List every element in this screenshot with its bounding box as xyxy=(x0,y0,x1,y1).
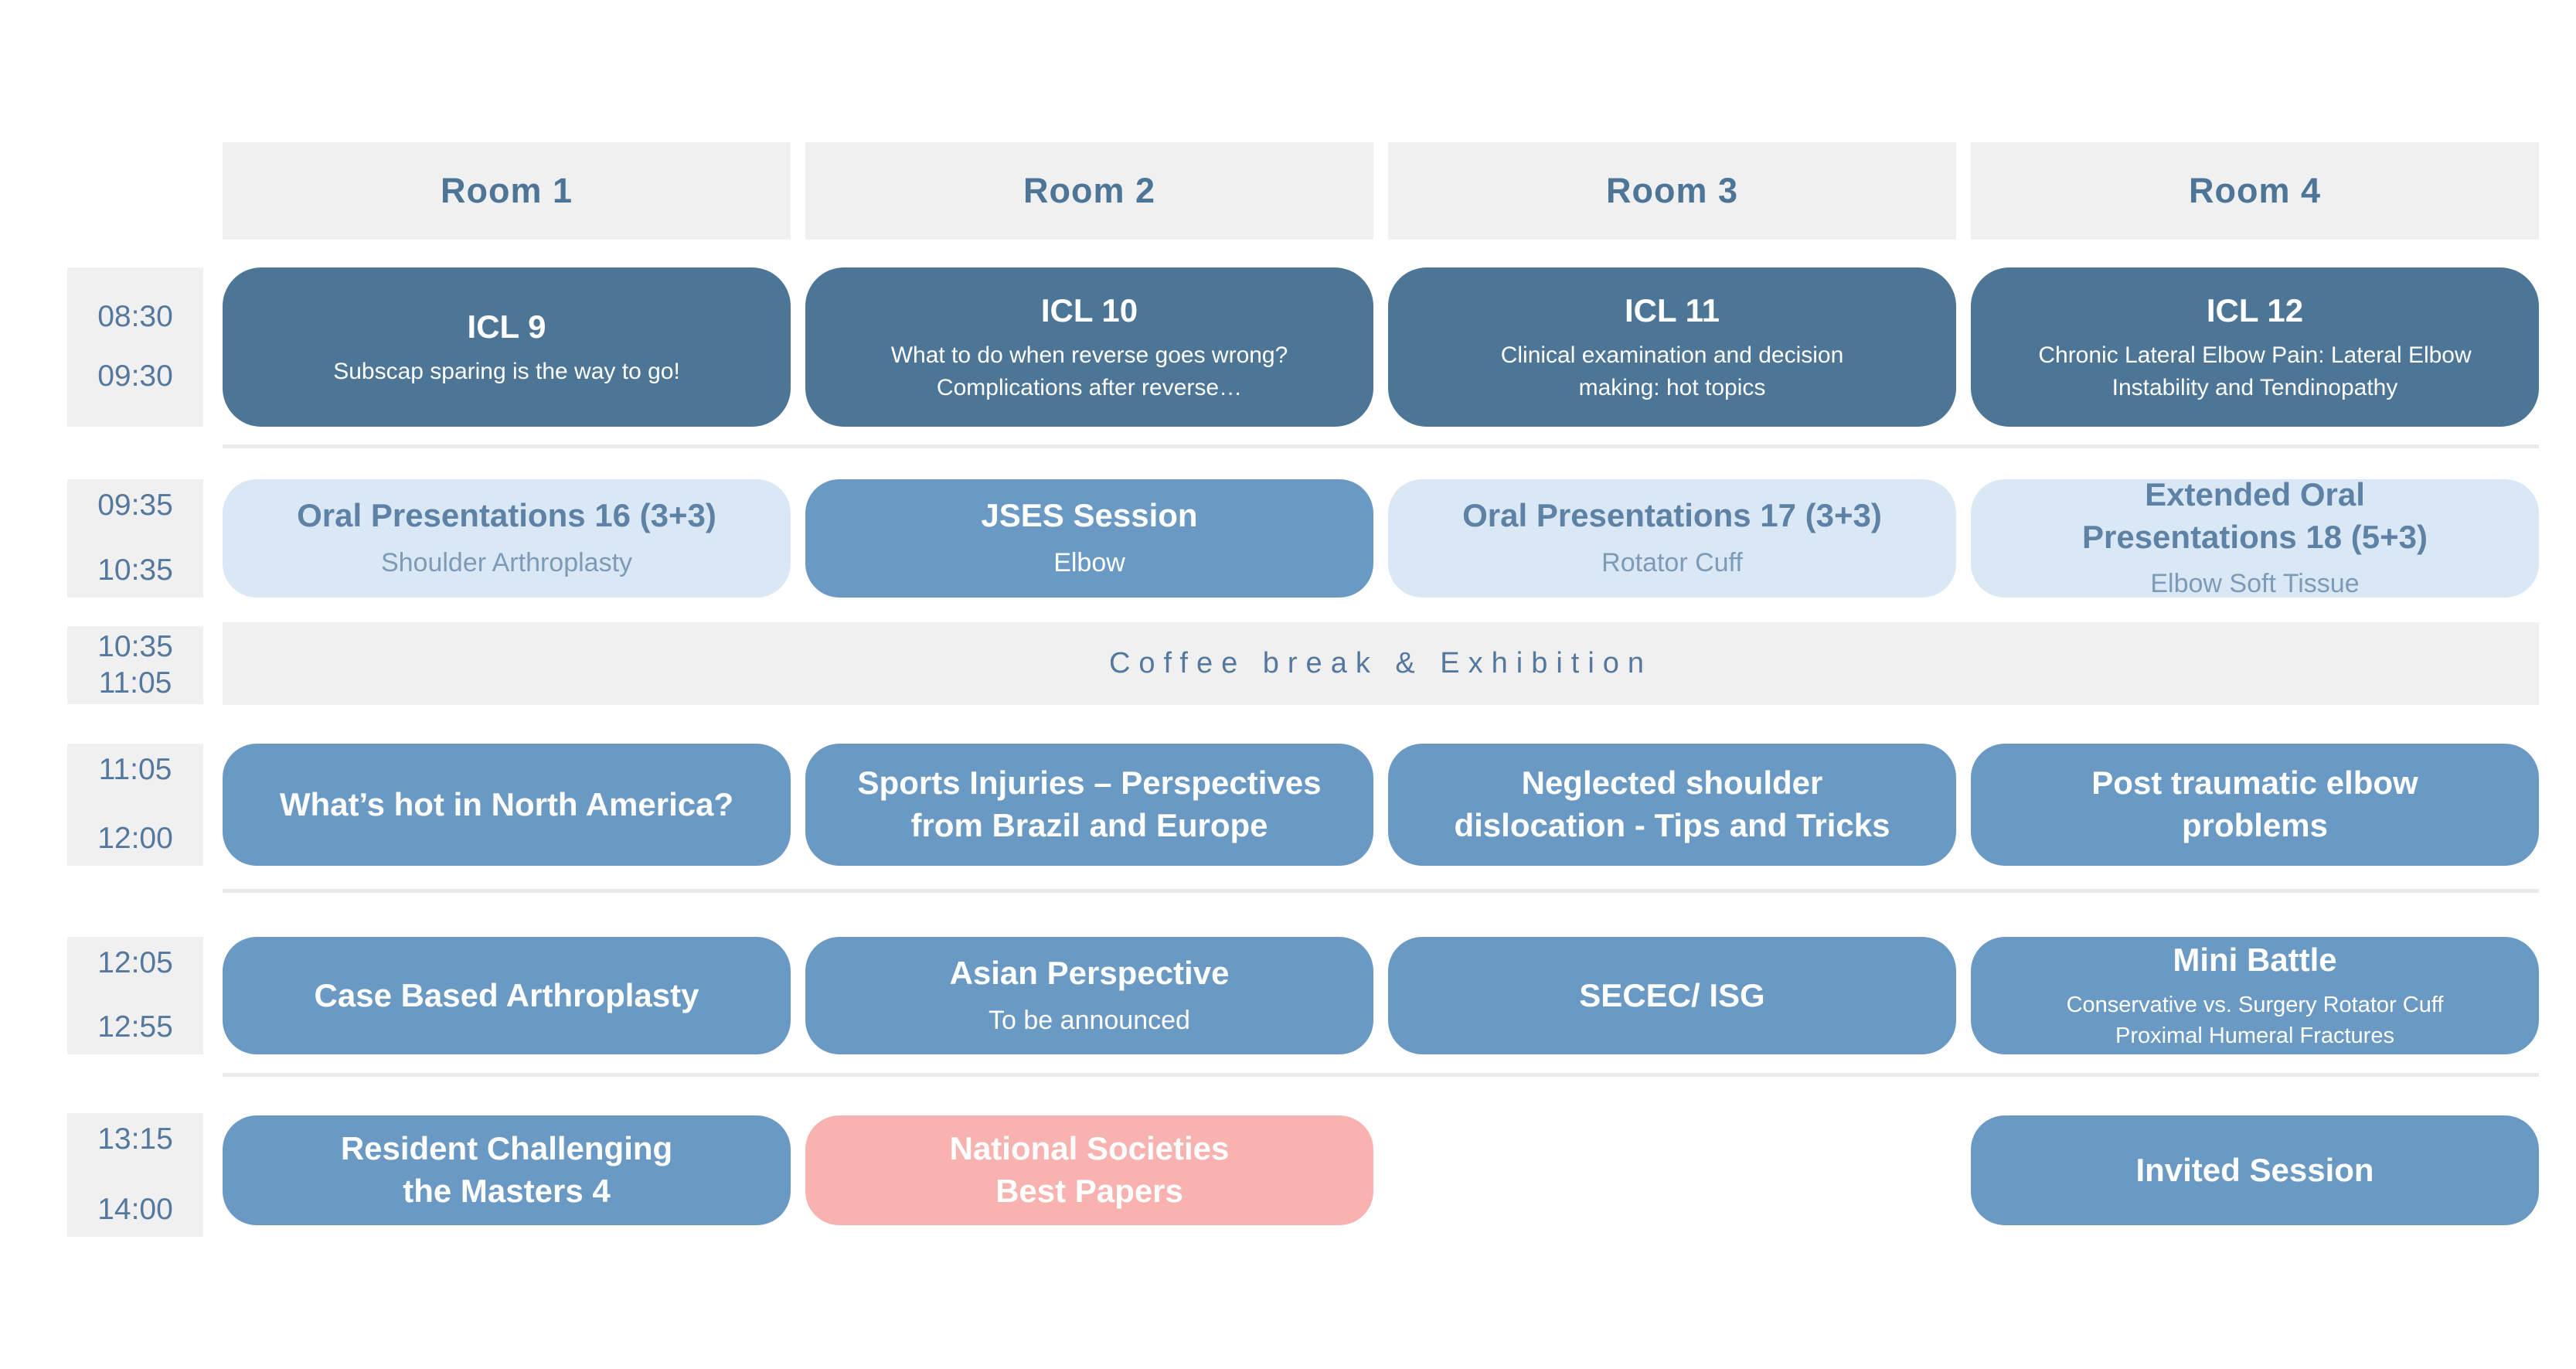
session-subtitle: To be announced xyxy=(989,1005,1190,1035)
session-title: National Societies Best Papers xyxy=(949,1130,1230,1209)
session-card-oral17: Oral Presentations 17 (3+3) Rotator Cuff xyxy=(1388,479,1956,598)
schedule-row-1205: 12:05 12:55 Case Based Arthroplasty Asia… xyxy=(67,937,2539,1054)
session-subtitle: Subscap sparing is the way to go! xyxy=(333,359,680,385)
time-start-label: 12:05 xyxy=(97,946,173,979)
session-card-neglected-dislocation: Neglected shoulder dislocation - Tips an… xyxy=(1388,744,1956,866)
room-header-room1: Room 1 xyxy=(223,142,791,240)
session-title: Asian Perspective xyxy=(949,954,1230,991)
session-title: ICL 12 xyxy=(2206,291,2304,329)
time-slot: 09:35 10:35 xyxy=(67,479,203,598)
schedule-row-0830: 08:30 09:30 ICL 9 Subscap sparing is the… xyxy=(67,267,2539,427)
session-subtitle: Clinical examination and decision making… xyxy=(1500,342,1844,401)
coffee-break-time-slot: 10:35 11:05 xyxy=(67,626,203,704)
session-title: SECEC/ ISG xyxy=(1579,976,1765,1013)
room-header-room3: Room 3 xyxy=(1388,142,1956,240)
room-header-label: Room 2 xyxy=(1023,171,1155,210)
session-card-case-based-arthroplasty: Case Based Arthroplasty xyxy=(223,937,791,1054)
session-card-national-societies: National Societies Best Papers xyxy=(805,1115,1373,1225)
session-title: Mini Battle xyxy=(2173,942,2337,979)
session-title: Extended Oral Presentations 18 (5+3) xyxy=(2081,476,2428,555)
session-title: ICL 11 xyxy=(1625,291,1720,329)
schedule-row-0935: 09:35 10:35 Oral Presentations 16 (3+3) … xyxy=(67,476,2539,598)
session-title: Neglected shoulder dislocation - Tips an… xyxy=(1454,765,1890,843)
session-subtitle: Chronic Lateral Elbow Pain: Lateral Elbo… xyxy=(2038,342,2472,401)
session-card-sports-injuries: Sports Injuries – Perspectives from Braz… xyxy=(805,744,1373,866)
session-title: What’s hot in North America? xyxy=(279,785,734,822)
room-header-label: Room 3 xyxy=(1605,171,1738,210)
session-title: ICL 10 xyxy=(1040,291,1138,329)
time-slot: 08:30 09:30 xyxy=(67,267,203,427)
session-card-icl11: ICL 11 Clinical examination and decision… xyxy=(1388,267,1956,427)
room-header-room4: Room 4 xyxy=(1971,142,2539,240)
session-card-whats-hot: What’s hot in North America? xyxy=(223,744,791,866)
time-start-label: 11:05 xyxy=(98,753,172,786)
session-card-invited-session: Invited Session xyxy=(1971,1115,2539,1225)
schedule-row-1315: 13:15 14:00 Resident Challenging the Mas… xyxy=(67,1113,2539,1237)
session-card-secec-isg: SECEC/ ISG xyxy=(1388,937,1956,1054)
session-card-icl10: ICL 10 What to do when reverse goes wron… xyxy=(805,267,1373,427)
time-start-label: 09:35 xyxy=(97,489,173,522)
time-end-label: 12:00 xyxy=(97,822,173,856)
coffee-break-label: Coffee break & Exhibition xyxy=(1108,647,1653,679)
time-end-label: 10:35 xyxy=(97,553,173,587)
time-end-label: 11:05 xyxy=(98,666,172,700)
session-card-resident-challenging: Resident Challenging the Masters 4 xyxy=(223,1115,791,1225)
room-header-row: Room 1 Room 2 Room 3 Room 4 xyxy=(223,142,2539,240)
time-start-label: 13:15 xyxy=(97,1122,173,1156)
session-subtitle: Shoulder Arthroplasty xyxy=(380,548,633,577)
empty-slot-room3 xyxy=(1388,1113,1956,1237)
session-title: Resident Challenging the Masters 4 xyxy=(340,1130,673,1209)
time-start-label: 08:30 xyxy=(97,300,173,333)
session-card-oral16: Oral Presentations 16 (3+3) Shoulder Art… xyxy=(223,479,791,598)
session-subtitle: Elbow xyxy=(1053,548,1125,577)
row-divider xyxy=(223,889,2539,893)
session-card-jses: JSES Session Elbow xyxy=(805,479,1373,598)
session-title: ICL 9 xyxy=(467,308,546,345)
session-card-icl12: ICL 12 Chronic Lateral Elbow Pain: Later… xyxy=(1971,267,2539,427)
session-subtitle: Elbow Soft Tissue xyxy=(2150,569,2360,599)
row-divider xyxy=(223,1073,2539,1077)
time-slot: 13:15 14:00 xyxy=(67,1113,203,1237)
time-end-label: 12:55 xyxy=(97,1010,173,1044)
schedule-row-1105: 11:05 12:00 What’s hot in North America?… xyxy=(67,744,2539,866)
session-card-extended-oral18: Extended Oral Presentations 18 (5+3) Elb… xyxy=(1971,476,2539,598)
session-title: Oral Presentations 16 (3+3) xyxy=(297,497,716,534)
time-end-label: 14:00 xyxy=(97,1193,173,1227)
room-header-room2: Room 2 xyxy=(805,142,1373,240)
session-card-asian-perspective: Asian Perspective To be announced xyxy=(805,937,1373,1054)
time-slot: 12:05 12:55 xyxy=(67,937,203,1054)
session-title: Invited Session xyxy=(2135,1151,2374,1188)
row-divider xyxy=(223,444,2539,448)
session-title: Sports Injuries – Perspectives from Braz… xyxy=(857,765,1322,843)
session-card-mini-battle: Mini Battle Conservative vs. Surgery Rot… xyxy=(1971,937,2539,1054)
session-title: Case Based Arthroplasty xyxy=(314,976,699,1013)
time-slot: 11:05 12:00 xyxy=(67,744,203,866)
room-header-label: Room 4 xyxy=(2188,171,2321,210)
session-title: Post traumatic elbow problems xyxy=(2091,765,2418,843)
session-subtitle: Conservative vs. Surgery Rotator Cuff Pr… xyxy=(2066,992,2444,1049)
session-subtitle: What to do when reverse goes wrong? Comp… xyxy=(890,342,1288,401)
session-card-icl9: ICL 9 Subscap sparing is the way to go! xyxy=(223,267,791,427)
time-start-label: 10:35 xyxy=(97,629,173,663)
session-card-post-traumatic-elbow: Post traumatic elbow problems xyxy=(1971,744,2539,866)
time-end-label: 09:30 xyxy=(97,359,173,393)
session-title: JSES Session xyxy=(981,497,1198,534)
session-subtitle: Rotator Cuff xyxy=(1601,548,1743,577)
session-title: Oral Presentations 17 (3+3) xyxy=(1462,497,1882,534)
coffee-break-band: Coffee break & Exhibition xyxy=(223,622,2539,705)
room-header-label: Room 1 xyxy=(440,171,573,210)
